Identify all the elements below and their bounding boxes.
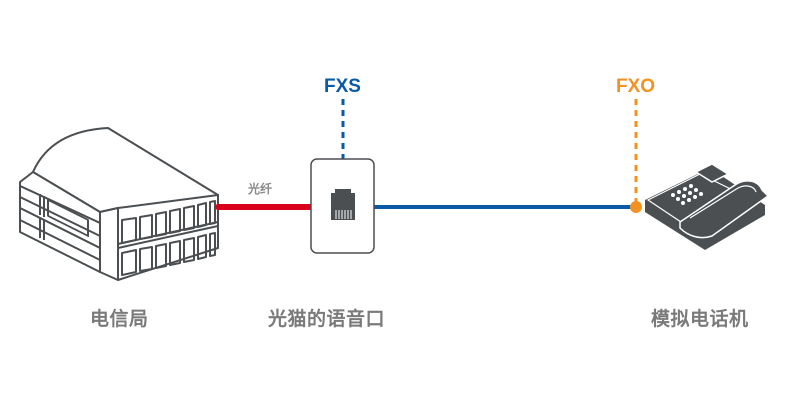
fxo-connection-dot bbox=[630, 201, 642, 213]
rj11-port-icon bbox=[331, 189, 355, 220]
exchange-label: 电信局 bbox=[90, 308, 149, 330]
office-building-icon bbox=[19, 127, 219, 281]
desk-phone-icon bbox=[645, 163, 770, 250]
fxs-label: FXS bbox=[324, 76, 361, 97]
modem-port-label: 光猫的语音口 bbox=[268, 308, 386, 330]
fxo-label: FXO bbox=[616, 76, 656, 97]
fiber-label: 光纤 bbox=[248, 182, 273, 196]
phone-label: 模拟电话机 bbox=[651, 308, 749, 330]
